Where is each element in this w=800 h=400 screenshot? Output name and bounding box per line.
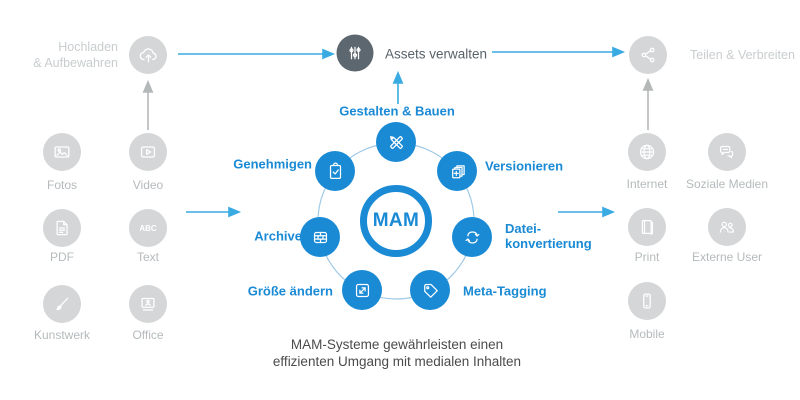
source-fotos: [43, 133, 81, 171]
arrowhead: [322, 48, 336, 60]
share-icon: [641, 47, 655, 63]
satellite-dateikonvertierung: [452, 217, 492, 257]
arrowhead: [612, 46, 626, 58]
resize-icon: [355, 283, 369, 297]
upload-store-label-line2: & Aufbewahren: [33, 56, 118, 70]
manage-node: [336, 34, 374, 72]
versions-icon: [451, 164, 465, 178]
caption-line2: effizienten Umgang mit medialen Inhalten: [272, 354, 522, 369]
satellite-meta-tagging-label: Meta-Tagging: [463, 283, 547, 299]
arrowhead: [642, 77, 654, 91]
arrowhead: [228, 206, 242, 218]
arrowhead: [142, 79, 154, 93]
photo-icon: [54, 146, 70, 158]
archive-icon: [313, 231, 327, 243]
text-abc-icon: ABC: [139, 224, 157, 233]
share-label: Teilen & Verbreiten: [690, 48, 795, 62]
source-office-label: Office: [132, 328, 164, 342]
arrowhead: [392, 70, 404, 84]
book-icon: [641, 219, 654, 235]
sync-arrows-icon: [465, 230, 479, 244]
upload-store-label-line1: Hochladen: [58, 40, 118, 54]
caption-line1: MAM-Systeme gewährleisten einen: [290, 337, 504, 352]
output-internet: [628, 133, 666, 171]
users-icon: [719, 221, 735, 233]
globe-icon: [639, 144, 655, 160]
source-fotos-label: Fotos: [46, 178, 78, 192]
paintbrush-icon: [55, 297, 69, 311]
upload-node: [129, 36, 167, 74]
arrowhead: [602, 206, 616, 218]
source-video: [129, 133, 167, 171]
tag-icon: [423, 283, 438, 298]
source-pdf: [43, 209, 81, 247]
output-externe-user-label: Externe User: [691, 250, 763, 264]
satellite-dateikonvertierung-label-line1: Datei-: [505, 221, 542, 236]
output-internet-label: Internet: [626, 177, 668, 191]
source-pdf-label: PDF: [50, 250, 74, 264]
source-kunstwerk-label: Kunstwerk: [33, 328, 91, 342]
satellite-gestalten-bauen: [376, 122, 416, 162]
smartphone-icon: [643, 293, 651, 309]
satellite-dateikonvertierung-label-line2: konvertierung: [505, 236, 592, 251]
satellite-dateikonvertierung-label: Datei- konvertierung: [505, 221, 592, 251]
video-icon: [140, 146, 156, 158]
output-externe-user: [708, 208, 746, 246]
office-icon: [141, 297, 155, 311]
caption: MAM-Systeme gewährleisten einen effizien…: [273, 336, 521, 370]
satellite-gestalten-bauen-label: Gestalten & Bauen: [339, 103, 455, 119]
output-soziale-medien: [708, 133, 746, 171]
satellite-genehmigen: [315, 151, 355, 191]
design-build-icon: [389, 135, 403, 149]
mam-hub: MAM: [360, 185, 432, 257]
output-print-label: Print: [634, 250, 660, 264]
satellite-meta-tagging: [410, 270, 450, 310]
sliders-icon: [349, 46, 361, 60]
mam-hub-label: MAM: [372, 210, 420, 231]
source-video-label: Video: [132, 178, 164, 192]
source-kunstwerk: [43, 285, 81, 323]
satellite-archive: [300, 217, 340, 257]
pdf-icon: [56, 220, 68, 236]
svg-text:ABC: ABC: [139, 224, 157, 233]
manage-label: Assets verwalten: [385, 46, 488, 62]
satellite-groesse-aendern: [342, 270, 382, 310]
output-soziale-medien-label: Soziale Medien: [685, 177, 769, 191]
cloud-upload-icon: [139, 47, 157, 62]
satellite-groesse-aendern-label: Größe ändern: [247, 283, 333, 299]
source-text-label: Text: [136, 250, 160, 264]
satellite-archive-label: Archive: [254, 228, 302, 244]
source-text: ABC: [129, 209, 167, 247]
share-node: [629, 36, 667, 74]
output-print: [628, 208, 666, 246]
clipboard-check-icon: [329, 162, 341, 179]
output-mobile: [628, 282, 666, 320]
satellite-versionieren-label: Versionieren: [485, 158, 564, 174]
satellite-genehmigen-label: Genehmigen: [233, 156, 312, 172]
output-mobile-label: Mobile: [629, 327, 665, 341]
upload-store-label: Hochladen & Aufbewahren: [33, 39, 118, 71]
source-office: [129, 285, 167, 323]
chat-bubbles-icon: [719, 145, 734, 159]
satellite-versionieren: [437, 151, 477, 191]
